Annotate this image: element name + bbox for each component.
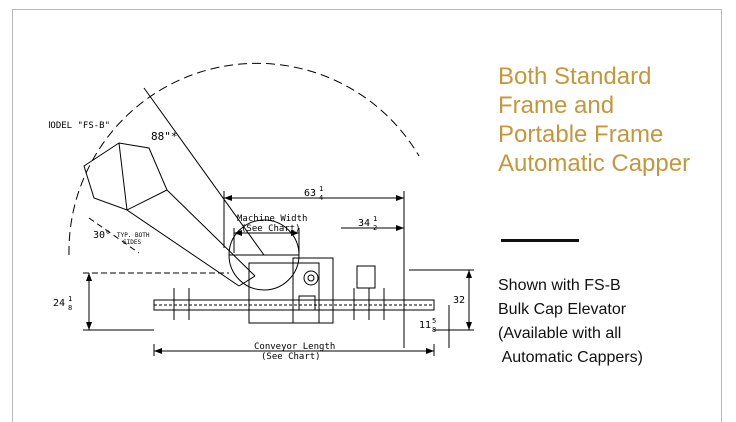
chute-bottom — [126, 209, 240, 287]
heading-line: Frame and — [498, 92, 615, 119]
description-text: Shown with FS-B Bulk Cap Elevator (Avail… — [498, 274, 718, 370]
swing-arc — [68, 62, 420, 256]
height-11-label: 11 — [419, 320, 431, 331]
angle-label: 30° — [93, 230, 111, 241]
machine-width-label: Machine Width — [237, 214, 307, 224]
capper-technical-drawing: MODEL "FS-B" 88"* 63 1 4 34 1 2 Machine … — [49, 48, 479, 378]
angle-note-1: TYP. BOTH — [117, 232, 150, 239]
machine-width-sub: (See Chart) — [241, 224, 301, 234]
drawing-svg: MODEL "FS-B" 88"* 63 1 4 34 1 2 Machine … — [49, 62, 474, 362]
heading-divider — [501, 239, 579, 242]
width-34-frac-den: 2 — [373, 224, 377, 232]
height-24-frac-den: 8 — [68, 304, 72, 312]
height-11-frac-num: 5 — [432, 317, 436, 325]
width-63-label: 63 — [304, 188, 316, 199]
height-11-frac-den: 8 — [432, 326, 436, 334]
heading-line: Both Standard — [498, 63, 652, 90]
content-frame: MODEL "FS-B" 88"* 63 1 4 34 1 2 Machine … — [12, 9, 722, 422]
heading-line: Automatic Capper — [498, 150, 691, 177]
height-24-frac-num: 1 — [68, 295, 72, 303]
description-line: Shown with FS-B — [498, 277, 621, 294]
radius-label: 88"* — [151, 130, 178, 143]
description-line: Automatic Cappers) — [498, 349, 643, 366]
radius-line — [143, 87, 265, 256]
description-line: Bulk Cap Elevator — [498, 301, 627, 318]
chute-top — [166, 189, 256, 277]
model-label: MODEL "FS-B" — [49, 121, 110, 131]
machine-body — [248, 262, 320, 324]
conveyor-length-sub: (See Chart) — [261, 352, 321, 362]
width-63-frac-den: 4 — [319, 194, 323, 202]
conveyor-length-label: Conveyor Length — [254, 342, 335, 352]
width-63-frac-num: 1 — [319, 185, 323, 193]
angle-note-2: SIDES — [123, 239, 141, 246]
description-line: (Available with all — [498, 325, 622, 342]
product-heading: Both Standard Frame and Portable Frame A… — [498, 62, 718, 178]
height-32-label: 32 — [453, 295, 465, 306]
width-34-label: 34 — [358, 218, 370, 229]
height-24-label: 24 — [53, 298, 65, 309]
heading-line: Portable Frame — [498, 121, 664, 148]
width-34-frac-num: 1 — [373, 215, 377, 223]
